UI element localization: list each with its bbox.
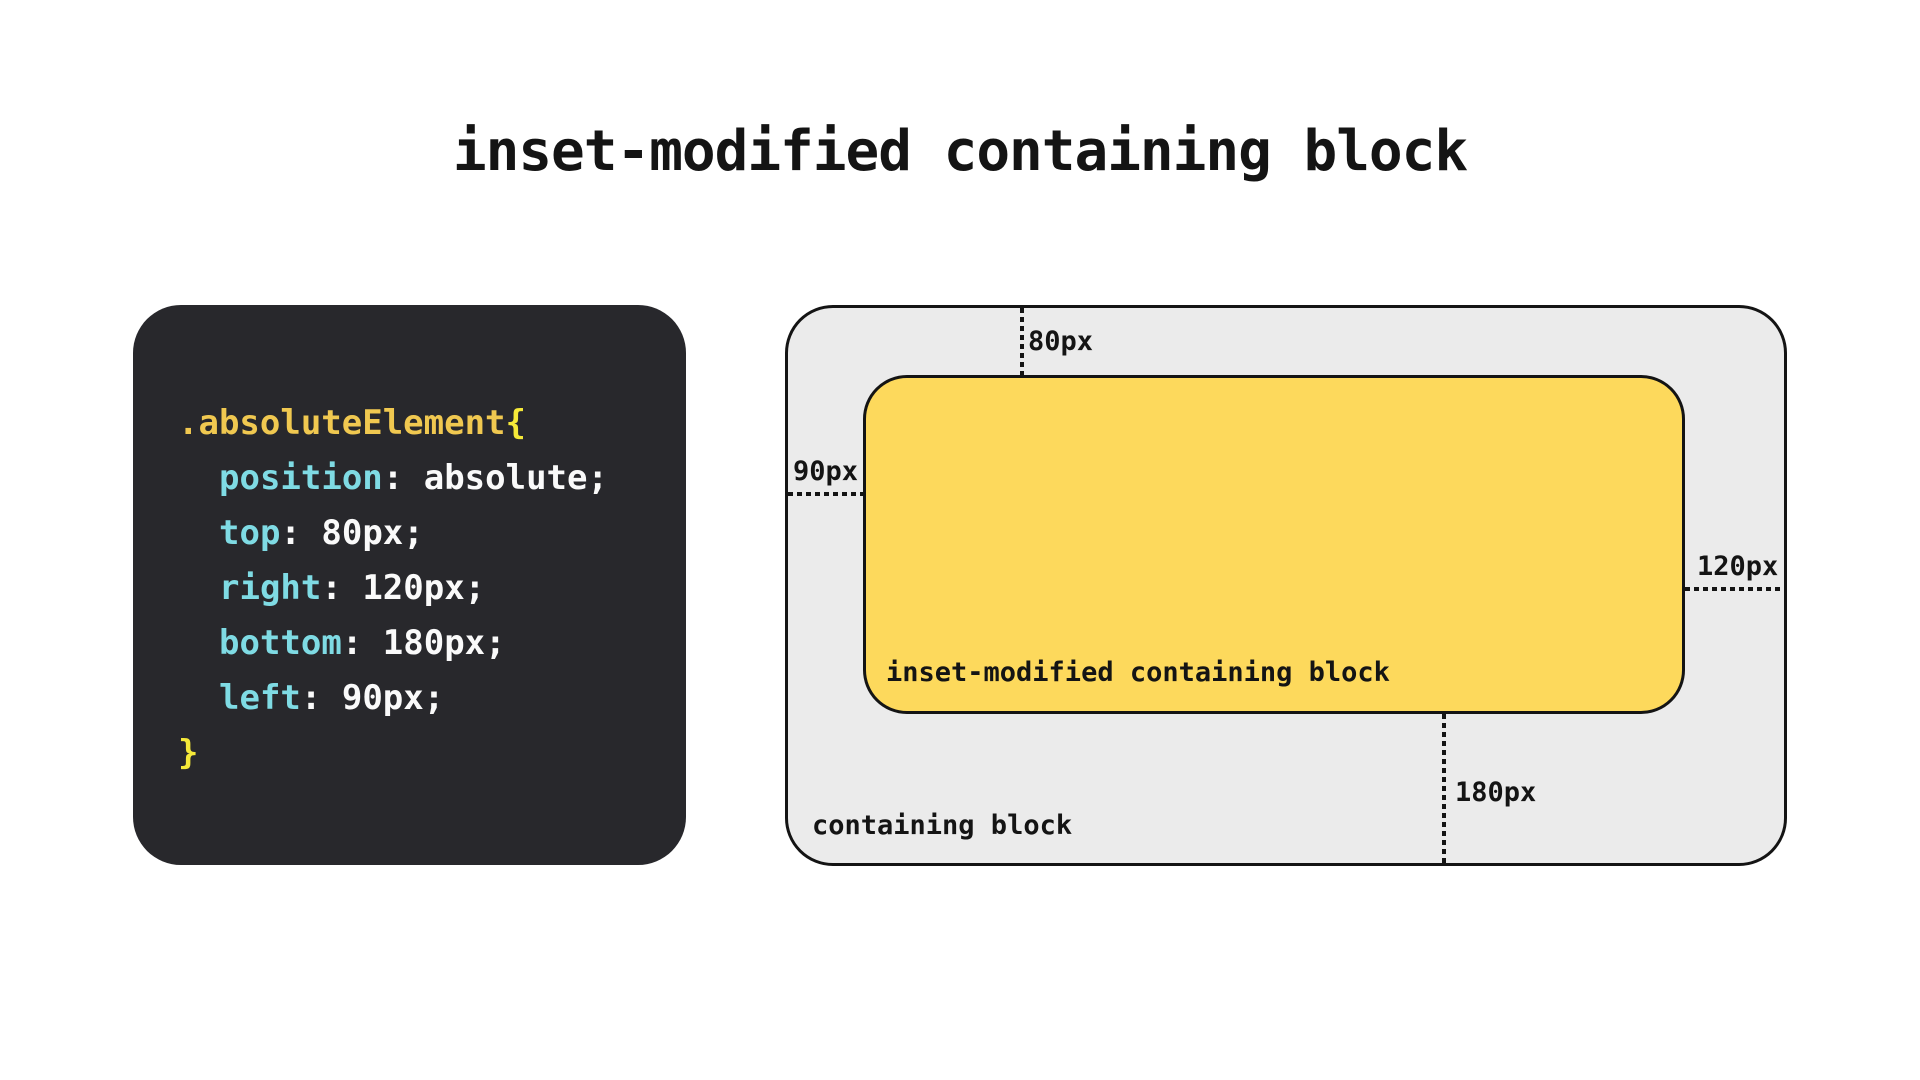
css-property: position	[219, 458, 383, 498]
colon: :	[280, 513, 322, 553]
left-inset-label: 90px	[793, 456, 859, 487]
page-title: inset-modified containing block	[452, 119, 1468, 184]
inset-modified-containing-block	[863, 375, 1685, 714]
code-line-left: left: 90px;	[178, 671, 676, 726]
inset-modified-containing-block-label: inset-modified containing block	[886, 657, 1390, 688]
close-brace: }	[178, 733, 199, 773]
open-brace: {	[505, 403, 526, 443]
code-panel: .absoluteElement{ position: absolute; to…	[133, 305, 686, 865]
code-line-position: position: absolute;	[178, 451, 676, 506]
code-line-selector: .absoluteElement{	[178, 396, 676, 451]
css-property: bottom	[219, 623, 342, 663]
semicolon: ;	[587, 458, 608, 498]
top-inset-dotted-line	[1020, 308, 1024, 375]
css-property: right	[219, 568, 322, 608]
css-property: top	[219, 513, 281, 553]
semicolon: ;	[403, 513, 424, 553]
code-line-bottom: bottom: 180px;	[178, 616, 676, 671]
code-line-close: }	[178, 726, 676, 781]
css-selector: .absoluteElement	[178, 403, 506, 443]
code-line-top: top: 80px;	[178, 506, 676, 561]
css-value: 180px	[382, 623, 486, 663]
css-property: left	[219, 678, 301, 718]
semicolon: ;	[485, 623, 506, 663]
right-inset-dotted-line	[1685, 587, 1784, 591]
containing-block: 80px 90px 120px 180px inset-modified con…	[785, 305, 1787, 866]
css-value: 80px	[321, 513, 404, 553]
left-inset-dotted-line	[788, 492, 863, 496]
code-line-right: right: 120px;	[178, 561, 676, 616]
css-value: absolute	[423, 458, 588, 498]
css-value: 90px	[341, 678, 424, 718]
colon: :	[341, 623, 383, 663]
colon: :	[382, 458, 424, 498]
css-code: .absoluteElement{ position: absolute; to…	[178, 396, 676, 781]
semicolon: ;	[423, 678, 445, 718]
bottom-inset-dotted-line	[1442, 714, 1446, 863]
containing-block-label: containing block	[812, 810, 1073, 841]
right-inset-label: 120px	[1697, 551, 1779, 582]
bottom-inset-label: 180px	[1455, 777, 1537, 808]
top-inset-label: 80px	[1028, 326, 1094, 357]
css-value: 120px	[362, 568, 465, 608]
colon: :	[300, 678, 342, 718]
colon: :	[321, 568, 363, 608]
semicolon: ;	[464, 568, 486, 608]
